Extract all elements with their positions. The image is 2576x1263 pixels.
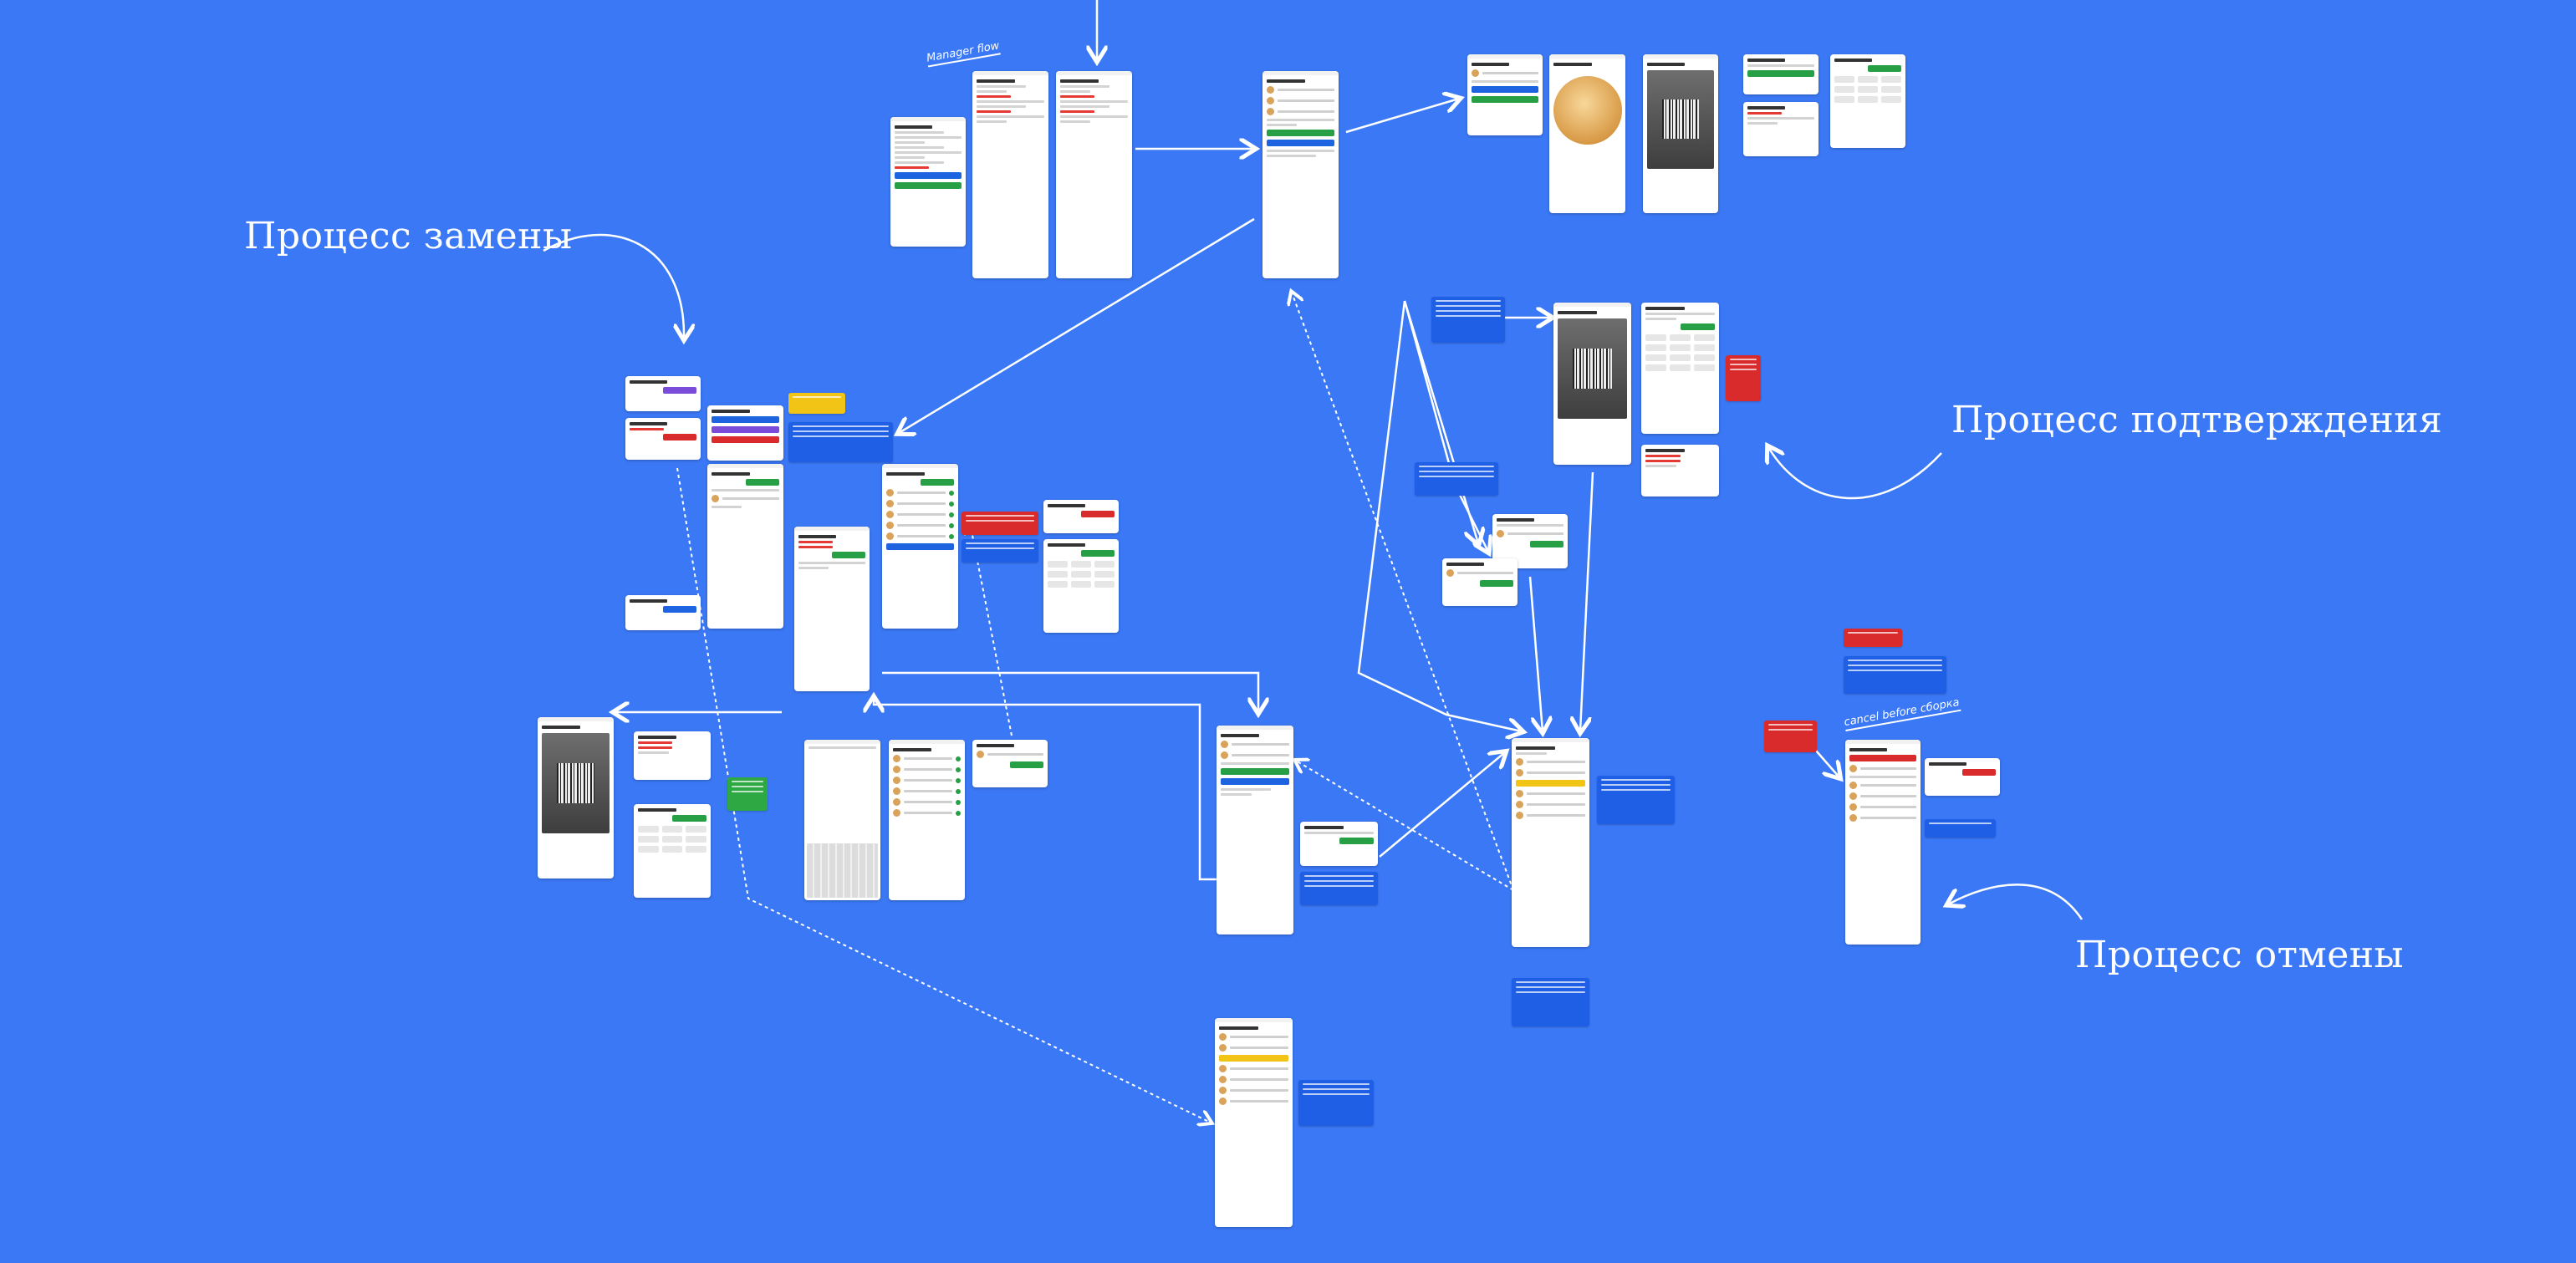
arrow-mid-right [882, 671, 1258, 712]
screen-error-dialog-2 [634, 731, 711, 780]
screen-dialog-2 [1743, 102, 1819, 156]
screen-order-info [890, 117, 966, 247]
note-confirm-4 [1512, 978, 1589, 1026]
arrow-cancel-curve [1948, 884, 2084, 920]
screen-product-photo [1549, 54, 1625, 213]
screen-search-results [889, 740, 965, 900]
screen-dialog-9 [1300, 822, 1378, 866]
arrow-bottom-up [1379, 752, 1505, 858]
arrow-confirm-curve [1768, 447, 1942, 500]
screen-keypad-2 [1641, 303, 1719, 434]
note-order-1 [1300, 872, 1378, 905]
screen-barcode-scan-3 [538, 717, 614, 878]
screen-dialog-1 [1743, 54, 1819, 94]
screen-keypad-3 [1043, 539, 1119, 633]
screen-keypad-1 [1830, 54, 1905, 148]
title-replace: Процесс замены [244, 215, 573, 257]
screen-dialog-7 [1043, 500, 1119, 533]
screen-product-card-2 [972, 740, 1048, 787]
screen-error-dialog [1641, 445, 1719, 497]
screen-order-confirm [1512, 738, 1589, 947]
dashed-to-bottom [676, 467, 1211, 1123]
note-order-2 [1298, 1080, 1374, 1126]
screen-barcode-scan-1 [1643, 54, 1718, 213]
note-error-replace [962, 512, 1038, 535]
arrow-order-to-replace [899, 217, 1255, 433]
arrow-confirm-down-1 [1580, 471, 1594, 731]
dashed-back-to-order [1292, 293, 1514, 891]
note-confirm-2 [1415, 462, 1498, 496]
note-error-cancel-1 [1844, 629, 1902, 647]
screen-order-main [1262, 71, 1339, 278]
note-yellow-1 [788, 393, 845, 414]
arrow-replace-curve [543, 233, 684, 339]
title-cancel: Процесс отмены [2075, 934, 2405, 976]
screen-keypad-4 [634, 804, 711, 898]
screen-replace-1 [707, 464, 783, 629]
arrow-order-to-product [1345, 99, 1459, 134]
screen-replace-3 [882, 464, 958, 629]
screen-product-card [1467, 54, 1543, 135]
arrow-confirm-down-2 [1528, 576, 1543, 731]
note-cancel-2 [1925, 819, 1996, 838]
note-replace-2 [962, 539, 1038, 563]
screen-order-state-3 [1215, 1018, 1293, 1227]
screen-dialog-6 [625, 418, 701, 460]
screen-barcode-scan-2 [1553, 303, 1631, 465]
note-replace-1 [788, 422, 893, 462]
screen-order-cancel [1845, 740, 1921, 945]
arrow-fan-2 [1403, 300, 1478, 543]
screen-replace-2 [794, 527, 870, 691]
note-error-confirm [1726, 355, 1761, 401]
note-confirm-1 [1431, 297, 1505, 343]
note-success [727, 777, 768, 811]
screen-dialog-cancel [1925, 758, 2000, 796]
note-error-cancel-2 [1764, 721, 1817, 752]
screen-dialog-4 [1442, 558, 1518, 606]
dashed-back-to-order-2 [1296, 761, 1514, 891]
arrow-back-left [874, 698, 1217, 881]
screen-search-keyboard [804, 740, 880, 900]
note-confirm-3 [1597, 776, 1675, 824]
screen-dialog-8 [625, 595, 701, 630]
screen-actions-menu [707, 405, 783, 461]
arrow-fan-1 [1357, 300, 1522, 731]
screen-dialog-5 [625, 376, 701, 411]
screen-orders-list-1 [972, 71, 1048, 278]
screen-orders-list-2 [1056, 71, 1132, 278]
note-cancel-1 [1844, 656, 1946, 694]
screen-order-state-2 [1217, 726, 1293, 935]
title-confirm: Процесс подтверждения [1951, 399, 2443, 441]
